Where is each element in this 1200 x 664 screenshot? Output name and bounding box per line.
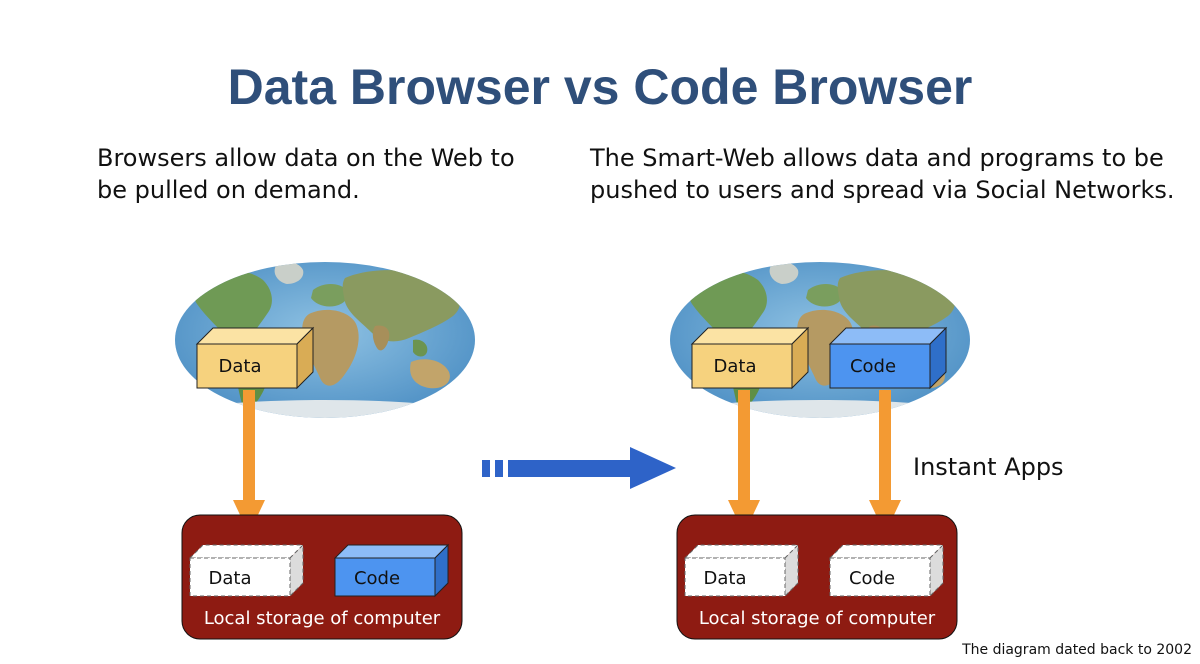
left-storage-data-label: Data: [209, 568, 252, 589]
right-description-line: pushed to users and spread via Social Ne…: [590, 176, 1175, 204]
right-description: The Smart-Web allows data and programs t…: [590, 142, 1175, 206]
left-description-line: be pulled on demand.: [97, 176, 360, 204]
right-globe-code-label: Code: [850, 356, 896, 377]
footnote: The diagram dated back to 2002: [962, 642, 1192, 658]
left-storage-caption: Local storage of computer: [204, 608, 441, 629]
left-globe-data-box: Data: [195, 326, 315, 390]
right-storage-data-box: Data: [683, 543, 800, 598]
left-description-line: Browsers allow data on the Web to: [97, 144, 515, 172]
right-storage-data-label: Data: [704, 568, 747, 589]
left-data-arrow: [233, 390, 265, 534]
left-globe-data-label: Data: [219, 356, 262, 377]
right-globe-data-label: Data: [714, 356, 757, 377]
left-storage-code-box: Code: [333, 543, 450, 598]
left-storage-code-label: Code: [354, 568, 400, 589]
page-title: Data Browser vs Code Browser: [227, 59, 973, 115]
right-data-arrow: [728, 390, 760, 534]
left-description: Browsers allow data on the Web to be pul…: [97, 142, 515, 206]
left-local-storage: Data Code Local storage of computer: [181, 514, 463, 640]
right-storage-code-box: Code: [828, 543, 945, 598]
right-globe-code-box: Code: [828, 326, 948, 390]
right-storage-caption: Local storage of computer: [699, 608, 936, 629]
right-storage-code-label: Code: [849, 568, 895, 589]
left-storage-data-box: Data: [188, 543, 305, 598]
right-description-line: The Smart-Web allows data and programs t…: [590, 144, 1164, 172]
right-globe-data-box: Data: [690, 326, 810, 390]
transition-arrow: [482, 447, 676, 489]
right-local-storage: Data Code Local storage of computer: [676, 514, 958, 640]
instant-apps-label: Instant Apps: [913, 453, 1064, 481]
